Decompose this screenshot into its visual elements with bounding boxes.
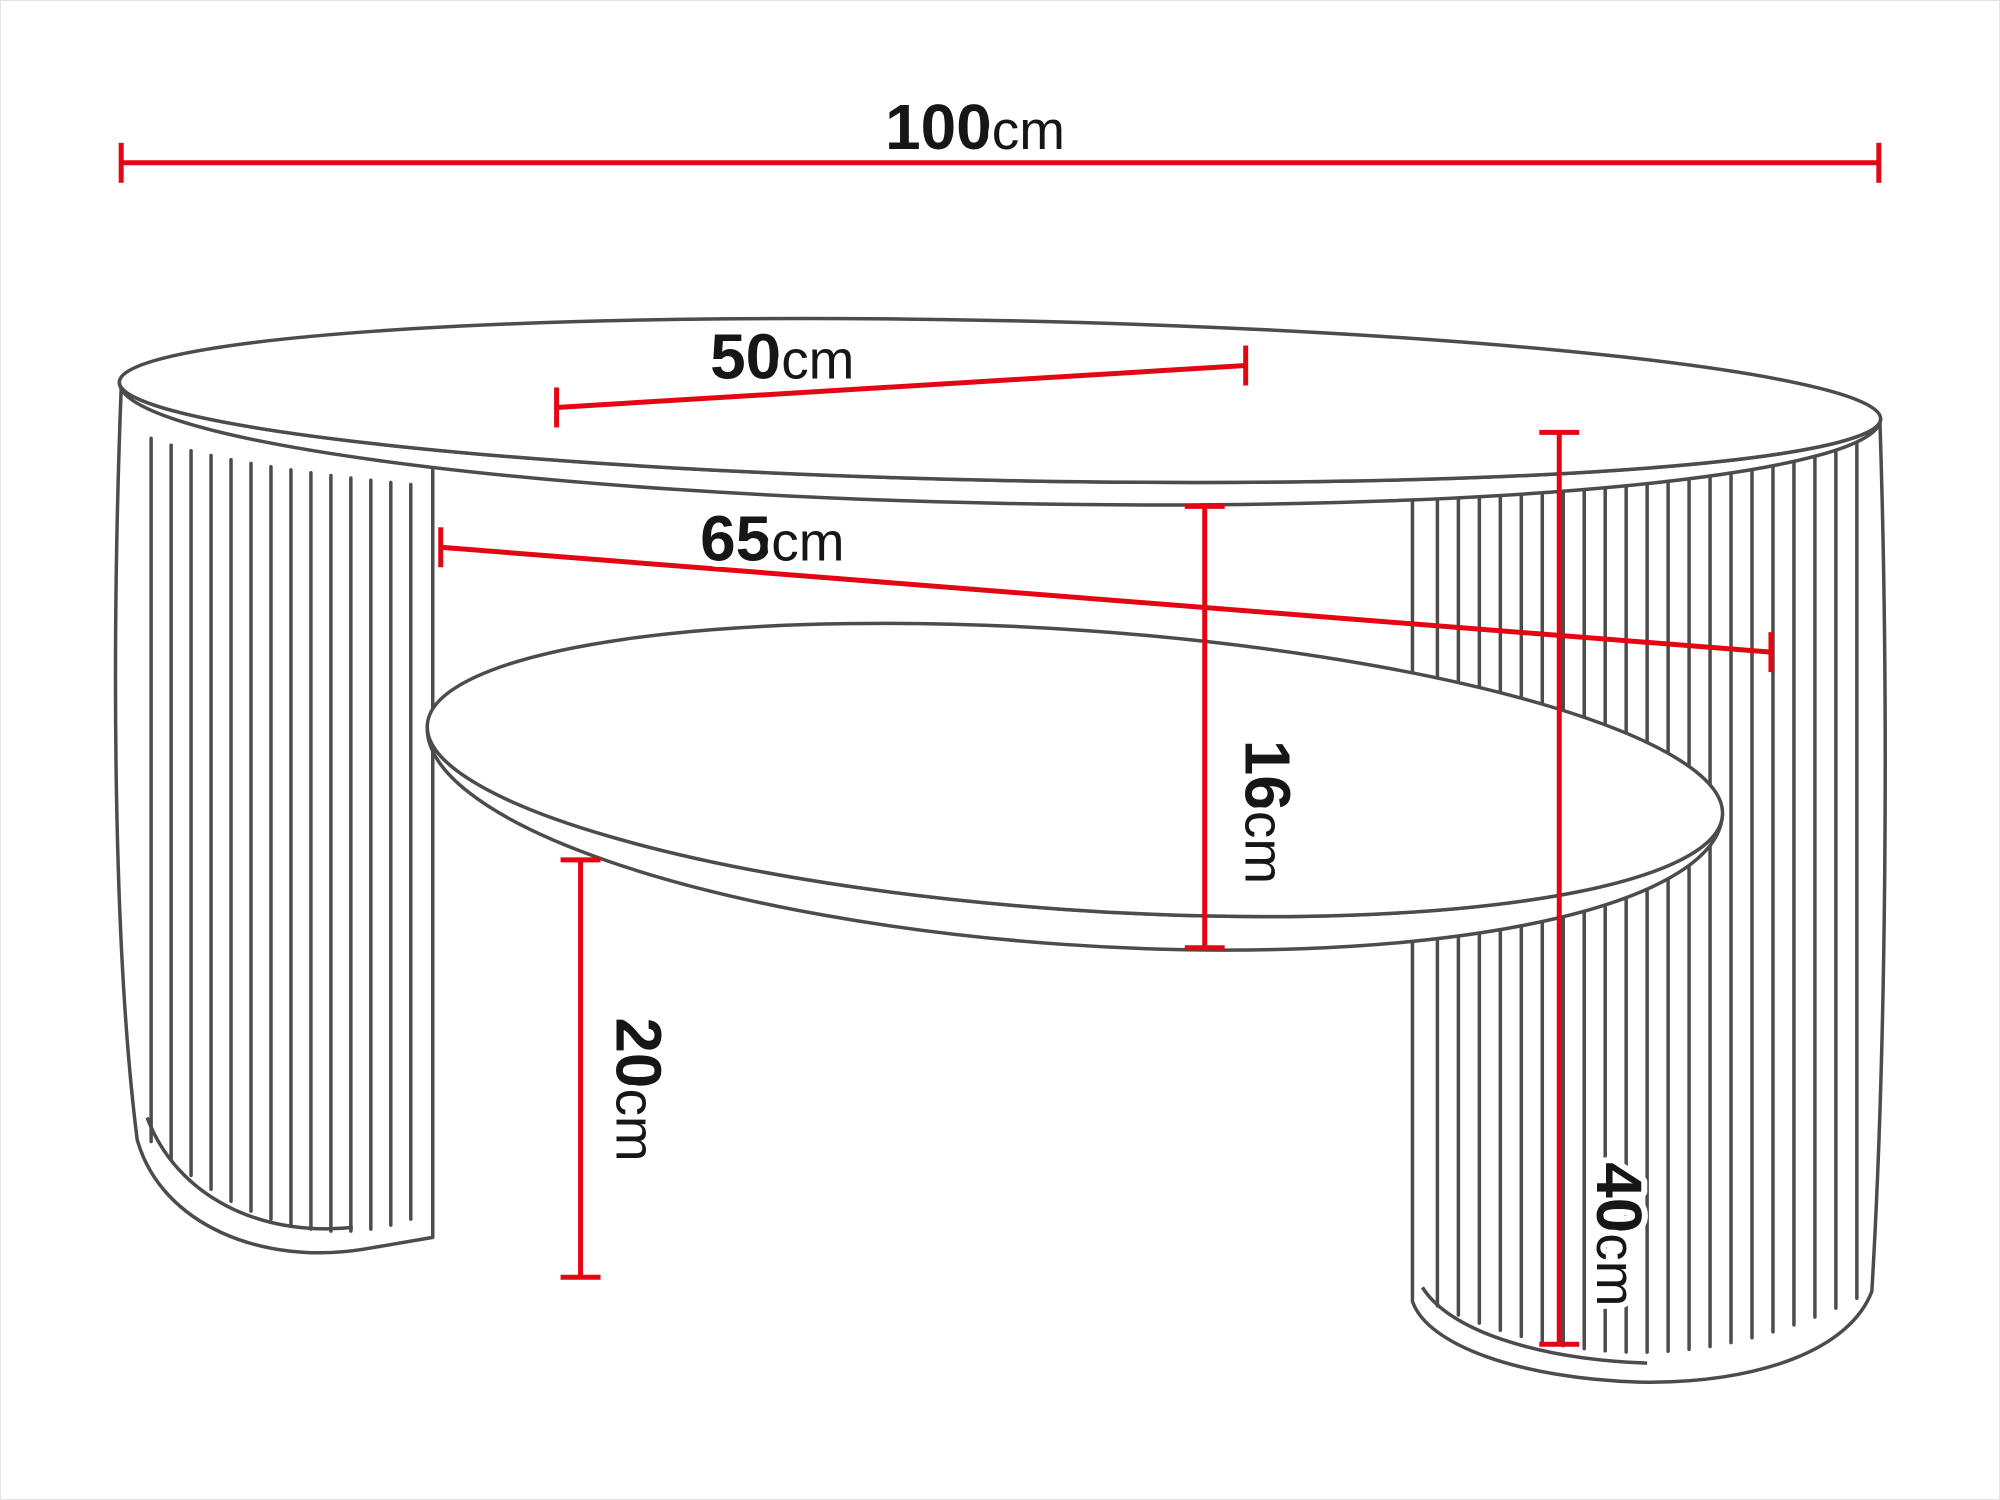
label-total-height: 40cm <box>1583 1162 1655 1306</box>
left-leg-panel <box>113 386 435 1255</box>
dimension-total-width: 100cm <box>118 85 1882 183</box>
dimension-top-depth: 50cm <box>554 315 1249 428</box>
lower-shelf <box>425 621 1725 952</box>
dimension-under-shelf-clearance: 20cm <box>560 857 681 1280</box>
tabletop-surface <box>117 316 1883 485</box>
dimension-line <box>440 544 1772 655</box>
dimension-total-height: 40cm <box>1539 429 1661 1347</box>
tabletop <box>117 316 1883 507</box>
label-top-to-shelf-gap: 16cm <box>1232 740 1304 884</box>
label-under-shelf-clearance: 20cm <box>603 1017 675 1161</box>
left-leg-slats <box>149 436 413 1233</box>
left-leg-inner-bottom-edge <box>145 1116 354 1231</box>
shelf-top-surface <box>425 621 1725 919</box>
dimension-shelf-length: 65cm <box>438 496 1774 673</box>
table-line-art <box>113 316 1887 1384</box>
label-top-depth: 50cm <box>710 320 854 392</box>
dimension-line <box>556 363 1246 410</box>
dimension-top-to-shelf-gap: 16cm <box>1184 503 1310 951</box>
label-shelf-length: 65cm <box>700 502 844 574</box>
dimension-annotations: 100cm 50cm 65cm <box>118 85 1882 1347</box>
label-total-width: 100cm <box>885 91 1065 163</box>
right-leg-inner-bottom-edge <box>1420 1286 1648 1365</box>
